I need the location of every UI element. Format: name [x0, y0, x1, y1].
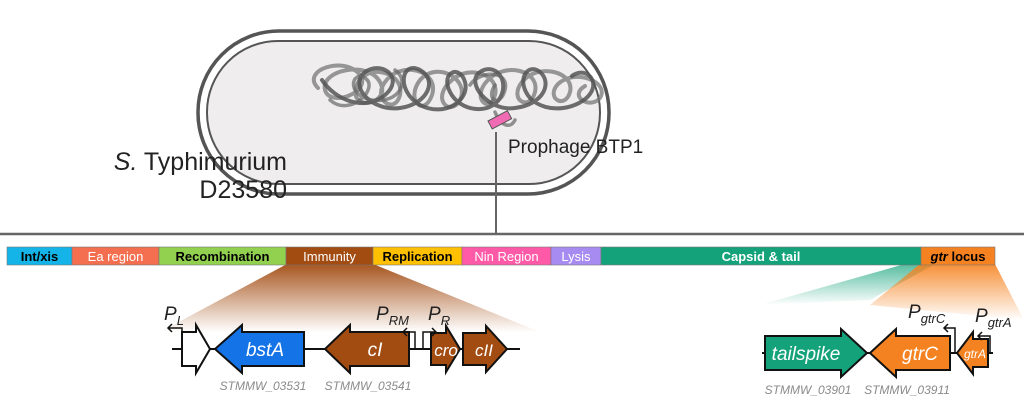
gene-label-gtrA: gtrA [964, 347, 986, 361]
gene-arrow-tailspike [764, 326, 869, 380]
promoter-arrow-PRM [401, 327, 416, 349]
promoter-arrow-PgtrA [976, 331, 991, 353]
prophage-label: Prophage BTP1 [508, 137, 643, 158]
region-label: Recombination [176, 249, 270, 264]
gtr-gene-cluster: tailspike STMMW_03901 gtrC STMMW_03911 g… [762, 302, 1012, 397]
gene-label-bstA: bstA [246, 340, 284, 361]
region-label: Int/xis [21, 249, 59, 264]
immunity-zoom-wedge [160, 264, 540, 332]
species-name: Typhimurium [137, 148, 287, 176]
region-block-gtr-locus [920, 246, 996, 266]
gene-label-cI: cI [368, 340, 384, 361]
gene-arrow-cII [462, 323, 509, 375]
locus-label-bstA: STMMW_03531 [220, 379, 307, 393]
gene-arrow-cro [430, 322, 462, 376]
gene-label-tailspike: tailspike [772, 344, 841, 365]
region-label: Capsid & tail [722, 249, 801, 264]
strain-label: D23580 [199, 176, 287, 204]
region-label: Nin Region [474, 249, 538, 264]
prophage-marker [487, 109, 513, 130]
region-label: Ea region [88, 249, 144, 264]
immunity-gene-cluster: bstA STMMW_03531 cI STMMW_03541 cro cII … [164, 304, 520, 393]
gene-arrow-gtrA [955, 329, 989, 377]
gtr-zoom-wedge [870, 264, 1024, 320]
gene-label-gtrC: gtrC [902, 344, 938, 365]
gene-arrow-bstA [213, 322, 305, 376]
promoter-label-PR: PR [428, 304, 450, 328]
bacterial-cell: Prophage BTP1 [196, 29, 643, 196]
gene-label-cro: cro [434, 341, 458, 360]
locus-label-cI: STMMW_03541 [325, 379, 412, 393]
region-label: gtr locus [930, 249, 986, 264]
promoter-label-PgtrC: PgtrC [908, 302, 946, 326]
region-label: Immunity [303, 249, 356, 264]
promoter-arrow-PgtrC [942, 323, 956, 353]
promoter-arrow-PL [166, 323, 183, 349]
promoter-label-PRM: PRM [376, 304, 409, 328]
promoter-label-PgtrA: PgtrA [975, 306, 1012, 330]
gene-arrow-gtrC [868, 326, 951, 380]
prophage-region-bar: Int/xis Ea region Recombination Immunity Rep… [6, 246, 996, 266]
chromosome-icon [312, 63, 604, 128]
locus-label-gtrC: STMMW_03911 [864, 383, 950, 397]
gene-arrow-cI [323, 322, 410, 376]
capsid-zoom-wedge [760, 264, 935, 305]
organism-label: S. Typhimurium [114, 148, 287, 176]
gene-arrow-unnamed [181, 321, 212, 377]
region-label: Lysis [561, 249, 591, 264]
region-label: Replication [382, 249, 452, 264]
species-abbrev: S. [114, 148, 138, 176]
promoter-label-PL: PL [164, 304, 184, 328]
locus-label-tailspike: STMMW_03901 [765, 383, 852, 397]
gene-label-cII: cII [475, 341, 493, 360]
promoter-arrow-PR [422, 327, 438, 349]
